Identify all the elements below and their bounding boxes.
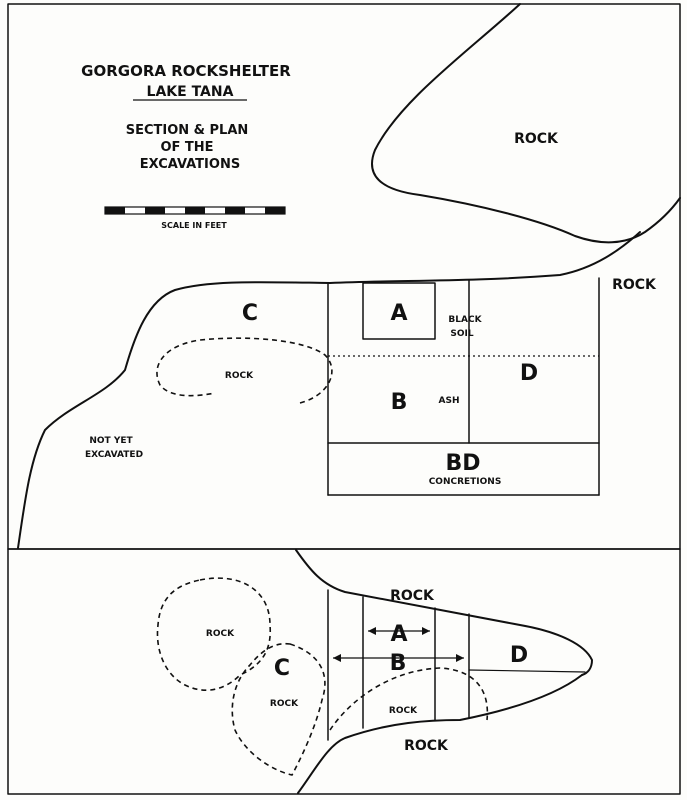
excavation-grid-plan — [327, 589, 586, 741]
rock-label-section-left: ROCK — [225, 371, 254, 381]
area-bd-section: BD — [445, 451, 480, 476]
title-line-3: SECTION & PLAN — [126, 123, 249, 138]
rock-boulder-plan-c — [231, 642, 326, 776]
not-yet-excavated-label-1: NOT YET — [89, 436, 133, 446]
title-line-1: GORGORA ROCKSHELTER — [81, 62, 291, 80]
rock-label-plan-c: ROCK — [270, 699, 299, 709]
area-a-section: A — [390, 301, 407, 326]
area-a-plan: A — [390, 622, 407, 647]
dimension-arrow-b — [333, 654, 464, 662]
concretions-label: CONCRETIONS — [429, 477, 502, 487]
title-line-5: EXCAVATIONS — [140, 157, 240, 172]
section-frame — [7, 3, 681, 550]
rock-boulder-plan-left — [156, 577, 272, 691]
area-d-plan: D — [510, 643, 528, 668]
black-soil-label-2: SOIL — [450, 329, 473, 339]
plan-upper-rock-edge — [295, 549, 593, 676]
title-line-2: LAKE TANA — [147, 84, 234, 100]
rock-label-plan-center: ROCK — [389, 706, 418, 716]
black-soil-label-1: BLACK — [448, 315, 482, 325]
plan-lower-rock-edge — [297, 674, 583, 794]
scale-bar — [104, 206, 286, 215]
plan-frame — [7, 548, 681, 795]
area-c-plan: C — [274, 656, 290, 681]
title-line-4: OF THE — [160, 140, 213, 155]
rock-label-right: ROCK — [612, 277, 657, 293]
rock-label-plan-top: ROCK — [390, 588, 435, 604]
dimension-arrow-a — [368, 627, 430, 635]
rock-boulder-plan-center — [329, 667, 489, 731]
rock-label-top: ROCK — [514, 131, 559, 147]
rock-outline-top — [371, 3, 681, 244]
excavation-grid-section — [327, 277, 600, 496]
area-b-plan: B — [390, 651, 407, 676]
rock-label-plan-left: ROCK — [206, 629, 235, 639]
ash-label: ASH — [439, 396, 460, 406]
rock-label-plan-bottom: ROCK — [404, 738, 449, 754]
area-d-section: D — [520, 361, 538, 386]
area-b-section: B — [391, 390, 408, 415]
area-c-section: C — [242, 301, 258, 326]
rock-boulder-section — [156, 337, 333, 404]
scale-label: SCALE IN FEET — [161, 221, 227, 230]
not-yet-excavated-label-2: EXCAVATED — [85, 450, 143, 460]
shelter-profile — [17, 231, 641, 549]
